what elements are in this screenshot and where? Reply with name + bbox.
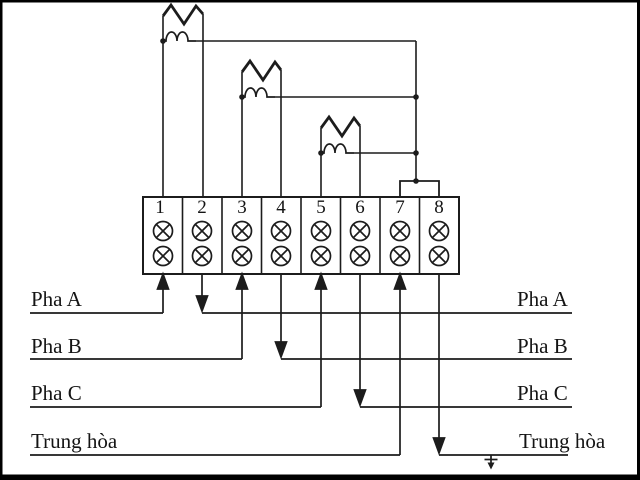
phase-a-label-left: Pha A xyxy=(31,287,83,311)
border-top xyxy=(0,0,640,3)
terminal-7-in-arrow xyxy=(393,273,407,455)
current-transformer-phase-a xyxy=(160,2,416,197)
terminal-6-out-arrow xyxy=(353,274,367,406)
ct-a-primary-zigzag xyxy=(161,2,205,27)
terminal-5-in-arrow xyxy=(314,273,328,407)
flow-arrow-up-icon xyxy=(393,273,407,290)
terminal-number: 5 xyxy=(316,197,326,218)
flow-arrow-up-icon xyxy=(156,273,170,290)
junction-dot-icon xyxy=(239,94,245,100)
terminal-7-8-bridge xyxy=(399,180,440,197)
terminal-3-in-arrow xyxy=(235,273,249,359)
current-transformer-phase-c xyxy=(318,114,416,197)
ct-a-secondary-coil xyxy=(163,31,196,42)
phase-a-label-right: Pha A xyxy=(517,287,569,311)
ct-c-primary-zigzag xyxy=(319,114,362,139)
ct-c-secondary-coil xyxy=(321,143,354,154)
outflow-arrows xyxy=(195,274,446,454)
load-lines xyxy=(202,312,572,456)
line-labels: Pha A Pha B Pha C Trung hòa Pha A Pha B … xyxy=(31,287,606,453)
current-transformer-phase-b xyxy=(239,58,416,197)
ct-common-return-wire xyxy=(399,41,440,197)
border-right xyxy=(637,0,640,480)
flow-arrow-down-icon xyxy=(353,389,367,406)
border-left xyxy=(0,0,3,480)
terminal-number: 7 xyxy=(395,197,405,218)
flow-arrow-down-icon xyxy=(195,295,209,312)
flow-arrow-up-icon xyxy=(314,273,328,290)
phase-c-label-right: Pha C xyxy=(517,381,568,405)
terminal-1-in-arrow xyxy=(156,273,170,313)
terminal-number: 8 xyxy=(434,197,444,218)
ct-b-secondary-coil xyxy=(242,87,275,98)
phase-b-label-left: Pha B xyxy=(31,334,82,358)
terminal-numbers: 1 2 3 4 5 6 7 8 xyxy=(155,197,444,218)
junction-dot-icon xyxy=(318,150,324,156)
flow-arrow-up-icon xyxy=(235,273,249,290)
border-bottom xyxy=(0,474,640,480)
phase-c-label-left: Pha C xyxy=(31,381,82,405)
terminal-number: 1 xyxy=(155,197,165,218)
terminal-block: 1 2 3 4 5 6 7 8 xyxy=(142,196,460,275)
terminal-cell-dividers xyxy=(181,197,421,274)
terminal-2-out-arrow xyxy=(195,274,209,312)
source-lines xyxy=(30,312,400,456)
flow-arrow-down-icon xyxy=(274,341,288,358)
inflow-arrows xyxy=(156,273,407,455)
ct-b-primary-zigzag xyxy=(240,58,283,83)
neutral-label-right: Trung hòa xyxy=(519,429,606,453)
terminal-number: 6 xyxy=(355,197,365,218)
terminal-number: 3 xyxy=(237,197,247,218)
terminal-number: 2 xyxy=(197,197,207,218)
earth-ground-icon xyxy=(484,455,498,470)
terminal-4-out-arrow xyxy=(274,274,288,358)
flow-arrow-down-icon xyxy=(432,437,446,454)
junction-dot-icon xyxy=(160,38,166,44)
terminal-8-out-arrow xyxy=(432,274,446,454)
junction-dot-icon xyxy=(413,94,419,100)
terminal-number: 4 xyxy=(276,197,286,218)
neutral-label-left: Trung hòa xyxy=(31,429,118,453)
junction-dot-icon xyxy=(413,150,419,156)
phase-b-label-right: Pha B xyxy=(517,334,568,358)
